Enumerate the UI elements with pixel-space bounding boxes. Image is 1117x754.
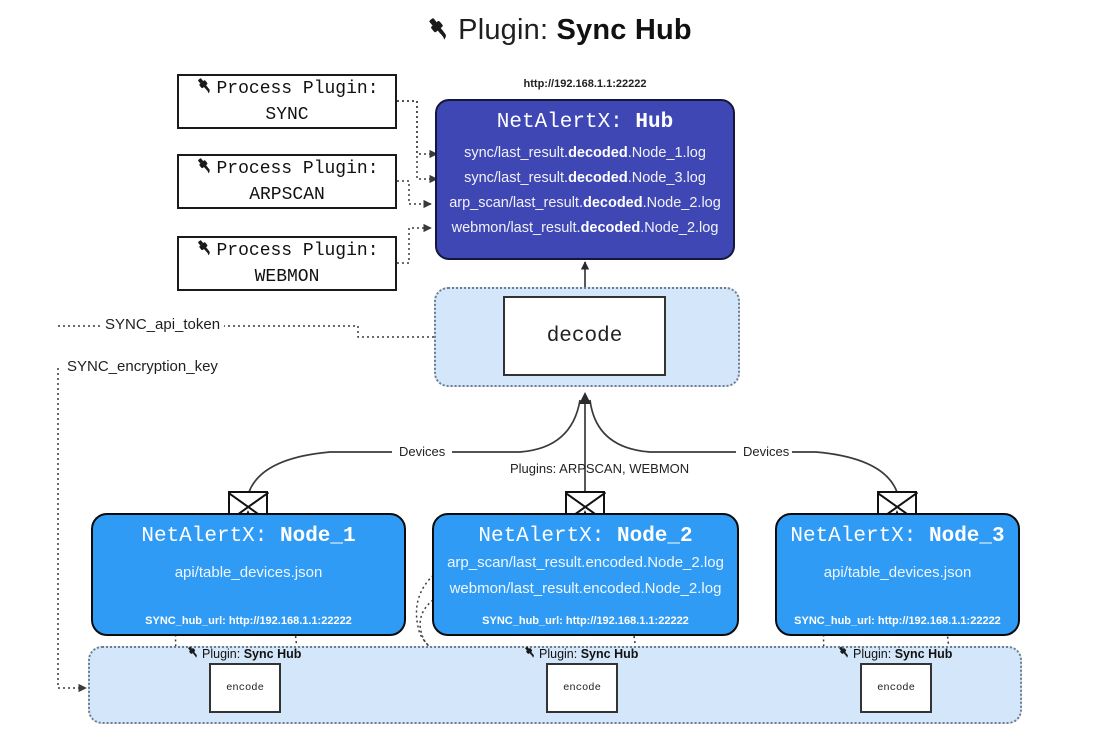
node-footer: SYNC_hub_url: http://192.168.1.1:22222 bbox=[145, 615, 352, 627]
plug-icon bbox=[523, 645, 537, 662]
arrowhead-into-decode bbox=[579, 392, 591, 404]
encode-label: encode bbox=[563, 682, 601, 694]
encode-box-1[interactable]: encode bbox=[209, 663, 281, 713]
process-plugin-arpscan[interactable]: Process Plugin: ARPSCAN bbox=[177, 154, 397, 209]
decode-box[interactable]: decode bbox=[503, 296, 666, 376]
process-plugin-name: SYNC bbox=[265, 104, 309, 125]
edge-webmon-to-hub-log4 bbox=[397, 223, 432, 264]
hub-title: NetAlertX: Hub bbox=[496, 111, 674, 134]
process-plugin-webmon[interactable]: Process Plugin: WEBMON bbox=[177, 236, 397, 291]
node-footer: SYNC_hub_url: http://192.168.1.1:22222 bbox=[794, 615, 1001, 627]
process-plugin-name: ARPSCAN bbox=[249, 184, 325, 205]
edge-node3-to-devices-label bbox=[792, 451, 898, 493]
node-footer: SYNC_hub_url: http://192.168.1.1:22222 bbox=[482, 615, 689, 627]
page-title: Plugin: Sync Hub bbox=[0, 14, 1117, 50]
edge-sync-to-hub-log1 bbox=[397, 100, 438, 159]
edge-arpscan-to-hub-log3 bbox=[397, 180, 432, 209]
devices-left-label: Devices bbox=[396, 444, 449, 459]
decode-label: decode bbox=[546, 324, 623, 348]
hub-log-line: sync/last_result.decoded.Node_3.log bbox=[464, 169, 706, 186]
node-2[interactable]: NetAlertX: Node_2 arp_scan/last_result.e… bbox=[432, 513, 739, 636]
process-plugin-name: WEBMON bbox=[254, 266, 320, 287]
encode-label: encode bbox=[226, 682, 264, 694]
node-title: NetAlertX: Node_2 bbox=[478, 525, 693, 548]
node-title: NetAlertX: Node_1 bbox=[141, 525, 356, 548]
node-line: webmon/last_result.encoded.Node_2.log bbox=[449, 580, 722, 598]
encode-box-3[interactable]: encode bbox=[860, 663, 932, 713]
title-prefix: Plugin: bbox=[458, 14, 549, 46]
node-1[interactable]: NetAlertX: Node_1 api/table_devices.json… bbox=[91, 513, 406, 636]
process-plugin-sync[interactable]: Process Plugin: SYNC bbox=[177, 74, 397, 129]
plug-icon bbox=[195, 76, 214, 103]
node-line: api/table_devices.json bbox=[174, 564, 323, 581]
encode-box-2[interactable]: encode bbox=[546, 663, 618, 713]
hub-log-line: sync/last_result.decoded.Node_1.log bbox=[464, 145, 706, 161]
title-name: Sync Hub bbox=[556, 14, 692, 46]
hub-url-label: http://192.168.1.1:22222 bbox=[523, 78, 647, 90]
edge-encryption-key-to-encoders bbox=[57, 368, 87, 693]
process-plugin-label: Process Plugin: bbox=[216, 241, 379, 262]
node-line: api/table_devices.json bbox=[823, 564, 972, 581]
encoder-plugin-label-1: Plugin: Sync Hub bbox=[186, 645, 301, 662]
edge-node1-to-devices-label bbox=[248, 451, 392, 493]
plug-icon bbox=[837, 645, 851, 662]
hub-log-line: arp_scan/last_result.decoded.Node_2.log bbox=[449, 194, 721, 211]
node-3[interactable]: NetAlertX: Node_3 api/table_devices.json… bbox=[775, 513, 1020, 636]
process-plugin-label: Process Plugin: bbox=[216, 159, 379, 180]
node-title: NetAlertX: Node_3 bbox=[790, 525, 1005, 548]
node-line: arp_scan/last_result.encoded.Node_2.log bbox=[447, 554, 724, 571]
devices-right-label: Devices bbox=[740, 444, 793, 459]
plug-icon bbox=[186, 645, 200, 662]
plug-icon bbox=[195, 156, 214, 183]
plug-icon bbox=[195, 238, 214, 265]
edge-sync-to-hub-log2 bbox=[397, 100, 438, 184]
plug-icon bbox=[425, 15, 452, 50]
hub-node[interactable]: NetAlertX: Hub sync/last_result.decoded.… bbox=[435, 99, 735, 260]
edge-devices-left-to-decode bbox=[452, 399, 581, 453]
encode-label: encode bbox=[877, 682, 915, 694]
sync-api-token-label: SYNC_api_token bbox=[101, 316, 225, 333]
plugins-middle-label: Plugins: ARPSCAN, WEBMON bbox=[510, 461, 690, 476]
encoder-plugin-label-3: Plugin: Sync Hub bbox=[837, 645, 952, 662]
process-plugin-label: Process Plugin: bbox=[216, 79, 379, 100]
sync-encryption-key-label: SYNC_encryption_key bbox=[63, 358, 222, 375]
edge-devices-right-to-decode bbox=[589, 399, 736, 453]
hub-log-line: webmon/last_result.decoded.Node_2.log bbox=[451, 219, 719, 236]
encoder-plugin-label-2: Plugin: Sync Hub bbox=[523, 645, 638, 662]
